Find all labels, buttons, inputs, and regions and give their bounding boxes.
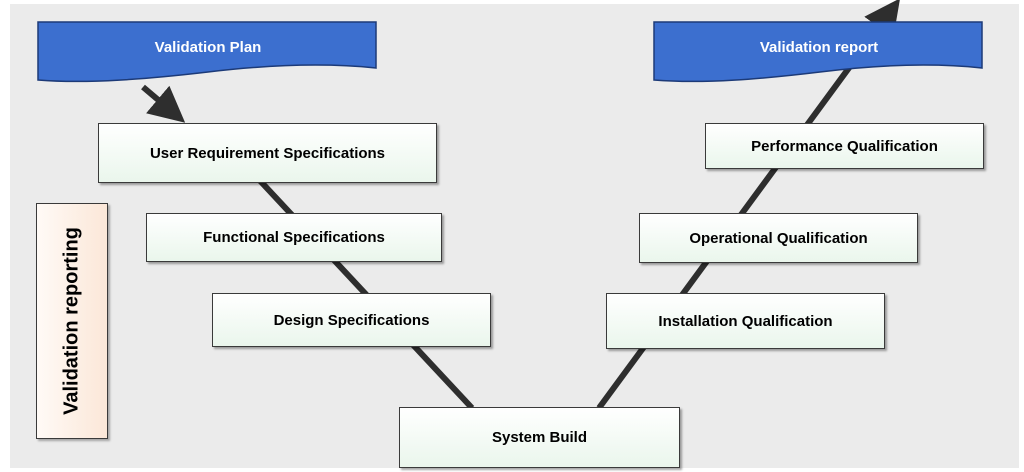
validation-report-label: Validation report bbox=[759, 38, 879, 56]
validation-reporting-box: Validation reporting bbox=[36, 203, 108, 439]
box-functional-specifications: Functional Specifications bbox=[146, 213, 442, 262]
plan-arrow bbox=[141, 84, 186, 123]
box-installation-qualification: Installation Qualification bbox=[606, 293, 885, 349]
validation-reporting-label: Validation reporting bbox=[60, 227, 83, 415]
left-descent-line bbox=[247, 167, 475, 411]
box-operational-qualification: Operational Qualification bbox=[639, 213, 918, 263]
box-user-requirement-specifications: User Requirement Specifications bbox=[98, 123, 437, 183]
box-system-build: System Build bbox=[399, 407, 680, 468]
box-performance-qualification: Performance Qualification bbox=[705, 123, 984, 169]
validation-plan-label: Validation Plan bbox=[154, 38, 262, 56]
validation-plan-banner: Validation Plan bbox=[37, 21, 378, 84]
box-design-specifications: Design Specifications bbox=[212, 293, 491, 347]
validation-report-banner: Validation report bbox=[653, 21, 984, 84]
